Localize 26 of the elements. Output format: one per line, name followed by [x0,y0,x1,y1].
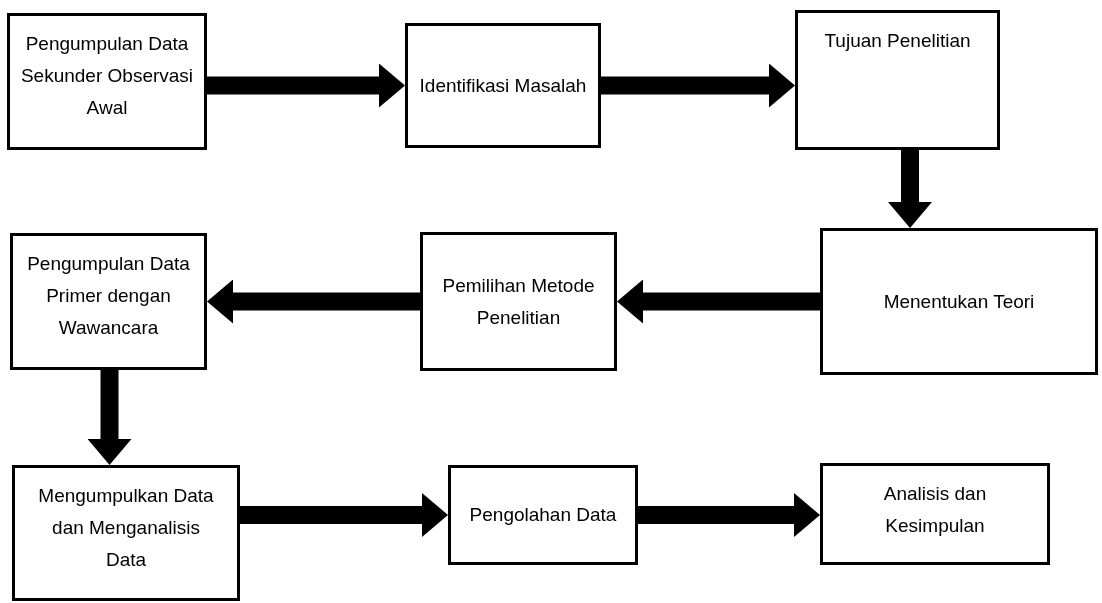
process-box [820,463,1050,565]
block-arrow [207,279,420,324]
process-box [405,23,601,148]
process-box [7,13,207,150]
box-label: Identifikasi Masalah [419,73,587,98]
process-box [10,233,207,370]
box-label: Analisis dan Kesimpulan [882,482,988,538]
process-box [795,10,1000,150]
process-box [448,465,638,565]
box-label: Pengumpulan Data Sekunder Observasi Awal [19,32,195,120]
block-arrow [207,63,405,108]
box-label: Pengumpulan Data Primer dengan Wawancara [26,252,191,340]
block-arrow [240,493,448,537]
box-label: Tujuan Penelitian [824,29,971,53]
box-label: Mengumpulkan Data dan Menganalisis Data [37,484,215,572]
process-box [420,232,617,371]
box-label: Menentukan Teori [883,289,1035,314]
process-box [12,465,240,601]
block-arrow [638,493,820,537]
process-box [820,228,1098,375]
box-label: Pemilihan Metode Penelitian [441,273,596,330]
block-arrow [601,63,795,108]
block-arrow [888,150,932,228]
box-label: Pengolahan Data [469,503,617,527]
block-arrow [87,370,132,465]
block-arrow [617,279,820,324]
